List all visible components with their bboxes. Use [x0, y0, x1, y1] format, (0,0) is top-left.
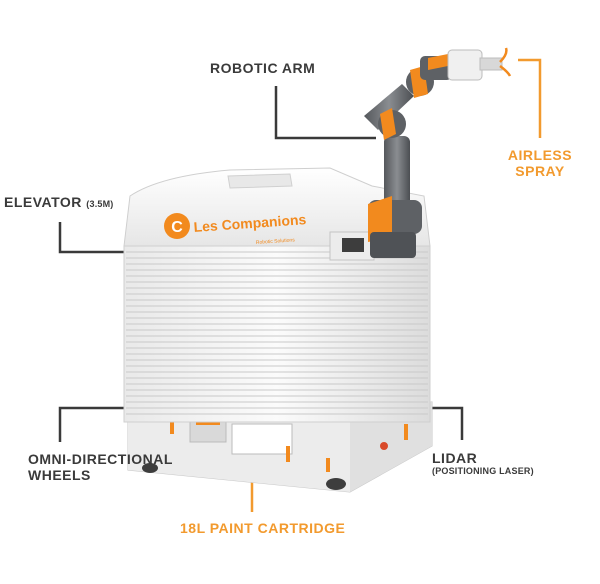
callout-line-robotic-arm	[274, 86, 376, 140]
callout-line-lidar	[426, 406, 464, 440]
label-lidar: LIDAR (POSITIONING LASER)	[432, 450, 534, 476]
label-omni-line2: WHEELS	[28, 467, 91, 484]
label-elevator: ELEVATOR (3.5m)	[4, 194, 114, 210]
robot-top-cover	[123, 167, 431, 261]
label-robotic-arm: ROBOTIC ARM	[210, 60, 315, 76]
robot-base	[127, 401, 433, 493]
label-elevator-spec: (3.5m)	[86, 199, 114, 209]
robotic-arm	[364, 47, 512, 258]
label-airless-spray-line1: AIRLESS	[507, 147, 573, 163]
label-elevator-text: ELEVATOR	[4, 194, 82, 210]
label-omni-line1: OMNI-DIRECTIONAL	[28, 451, 173, 467]
label-paint-cartridge: 18L PAINT CARTRIDGE	[180, 520, 345, 536]
callout-line-omni-wheels	[58, 406, 124, 442]
callout-line-elevator	[58, 222, 126, 254]
brand-tagline: Robotic Solutions	[256, 237, 296, 246]
elevator-body	[123, 245, 431, 423]
label-lidar-text: LIDAR	[432, 450, 478, 466]
label-airless-spray-line2: SPRAY	[515, 163, 565, 180]
callout-line-airless-spray	[518, 58, 542, 138]
brand-name: Les Companions	[193, 211, 307, 235]
label-paint-cartridge-text: 18L PAINT CARTRIDGE	[180, 520, 346, 536]
label-lidar-spec: (POSITIONING LASER)	[432, 466, 534, 477]
brand-logo: C Les Companions Robotic Solutions	[164, 211, 307, 246]
label-omni-wheels: OMNI-DIRECTIONAL WHEELS	[28, 451, 173, 483]
logo-letter: C	[171, 219, 183, 236]
logo-badge	[164, 213, 190, 239]
label-airless-spray: AIRLESS SPRAY	[500, 147, 580, 179]
label-robotic-arm-text: ROBOTIC ARM	[210, 60, 316, 76]
